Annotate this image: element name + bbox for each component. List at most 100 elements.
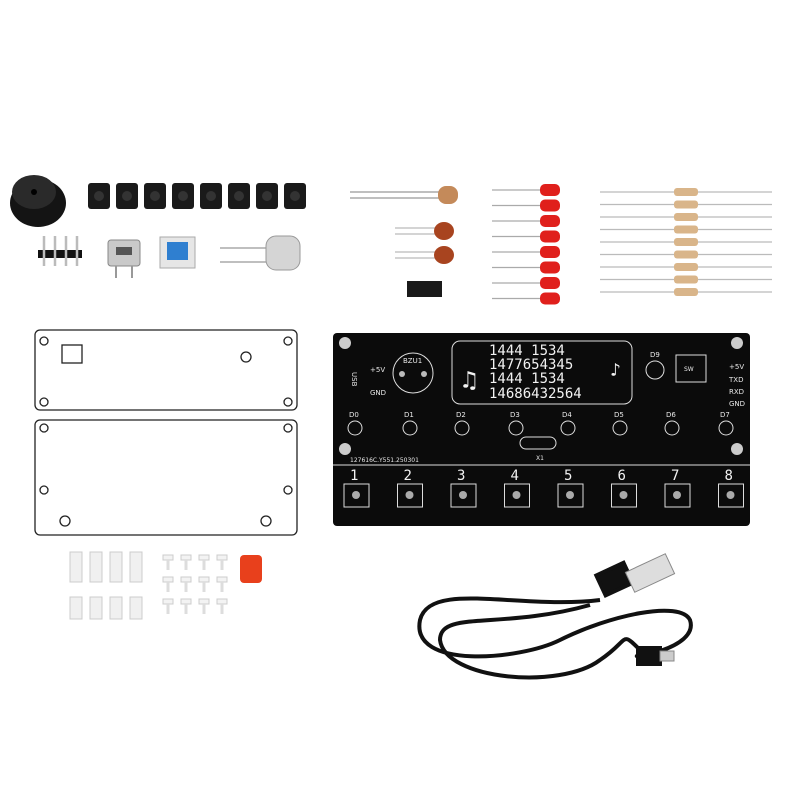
key-pad [619, 491, 628, 499]
led-footprint [402, 420, 418, 436]
score-line: 1444 1534 [489, 343, 565, 359]
led-silk-label: D9 [650, 351, 660, 359]
power-switch [159, 236, 196, 269]
key-number: 8 [725, 468, 733, 484]
key-pad [512, 491, 521, 499]
ceramic-capacitors [395, 222, 454, 264]
led-footprint [347, 420, 363, 436]
music-note-icon: ♪ [610, 360, 621, 381]
led-footprint [560, 420, 576, 436]
usb-cable [417, 553, 693, 680]
key-number: 5 [564, 468, 572, 484]
key-pad [726, 491, 735, 499]
music-note-icon: ♫ [462, 366, 476, 394]
key-footprint [397, 483, 423, 508]
led-footprint [454, 420, 470, 436]
resistor [674, 288, 698, 296]
led-silk-label: D0 [349, 411, 359, 419]
key-footprint [664, 483, 691, 508]
led-footprint [718, 420, 734, 436]
led-silk-label: D5 [614, 411, 624, 419]
resistor [674, 238, 698, 246]
key-footprint [557, 483, 584, 508]
led-silk-label: D7 [720, 411, 730, 419]
nylon-screw [198, 554, 210, 561]
usb-silk-label: USB [350, 372, 358, 387]
key-number: 1 [350, 468, 358, 484]
nylon-screw [216, 576, 228, 583]
standoffs-and-screws [69, 551, 228, 620]
red-led [540, 246, 560, 258]
key-number: 2 [404, 468, 412, 484]
resistor [674, 188, 698, 196]
nylon-screw [198, 576, 210, 583]
tactile-switch-button [150, 191, 160, 201]
nylon-spacer [89, 596, 103, 620]
switch-silk-label: SW [684, 366, 694, 373]
key-pad [459, 491, 467, 499]
buzzer [10, 175, 66, 227]
tactile-switch-button [234, 191, 244, 201]
nylon-spacer [109, 596, 123, 620]
red-led [540, 230, 560, 243]
tactile-switches [88, 183, 306, 209]
red-led [540, 199, 560, 212]
key-footprint [504, 483, 530, 508]
buzzer-silk-label: BZU1 [403, 357, 422, 365]
score-line: 14686432564 [489, 386, 582, 402]
nylon-standoff [89, 551, 103, 583]
key-pad [405, 491, 414, 499]
led-silk-label: D2 [456, 411, 466, 419]
acrylic-panel-bottom [34, 419, 298, 536]
red-led [540, 261, 560, 274]
resistors [600, 188, 772, 296]
score-line: 1444 1534 [489, 371, 565, 387]
header-silk-gnd: GND [729, 400, 745, 408]
key-footprint [450, 483, 477, 508]
nylon-spacer [69, 596, 83, 620]
nylon-screw [180, 554, 192, 561]
led-silk-label: D4 [562, 411, 572, 419]
led-footprint [664, 420, 680, 436]
key-footprint [611, 483, 637, 508]
crystal-silk-label: X1 [536, 455, 544, 462]
led-silk-label: D3 [510, 411, 520, 419]
pcb-board: BZU1 USB +5V GND ♫ ♪ 1444 1534 147765434… [333, 333, 750, 526]
nylon-screw [162, 598, 174, 605]
pin-header [38, 236, 82, 266]
led-footprint [612, 420, 628, 436]
key-number: 6 [618, 468, 626, 484]
resistor [674, 263, 698, 271]
red-leds [492, 184, 560, 305]
nylon-screw [198, 598, 210, 605]
header-silk-rxd: RXD [729, 388, 744, 396]
led-footprint [645, 360, 665, 380]
resistor [674, 250, 698, 259]
photoresistor [350, 186, 458, 204]
key-footprint [718, 483, 744, 508]
key-footprint [343, 483, 370, 508]
nylon-standoff [69, 551, 83, 583]
nylon-standoff [109, 551, 123, 583]
led-silk-label: D6 [666, 411, 676, 419]
resistor [674, 200, 698, 209]
ic-chip [407, 281, 442, 297]
board-code: 127616C.Y551.250301 [350, 457, 419, 464]
led-footprint [508, 420, 524, 436]
key-number: 3 [457, 468, 465, 484]
nylon-screw [216, 554, 228, 561]
nylon-spacer [129, 596, 143, 620]
acrylic-panel-top [34, 329, 298, 411]
key-number: 4 [511, 468, 519, 484]
power-silk-5v: +5V [370, 366, 385, 374]
tactile-switch-button [290, 191, 300, 201]
tactile-switch-button [122, 191, 132, 201]
red-spacer [240, 555, 262, 583]
red-led [540, 215, 560, 227]
red-led [540, 277, 560, 289]
crystal-oscillator [220, 235, 301, 271]
nylon-screw [180, 576, 192, 583]
header-silk-txd: TXD [728, 376, 743, 384]
resistor [674, 213, 698, 221]
